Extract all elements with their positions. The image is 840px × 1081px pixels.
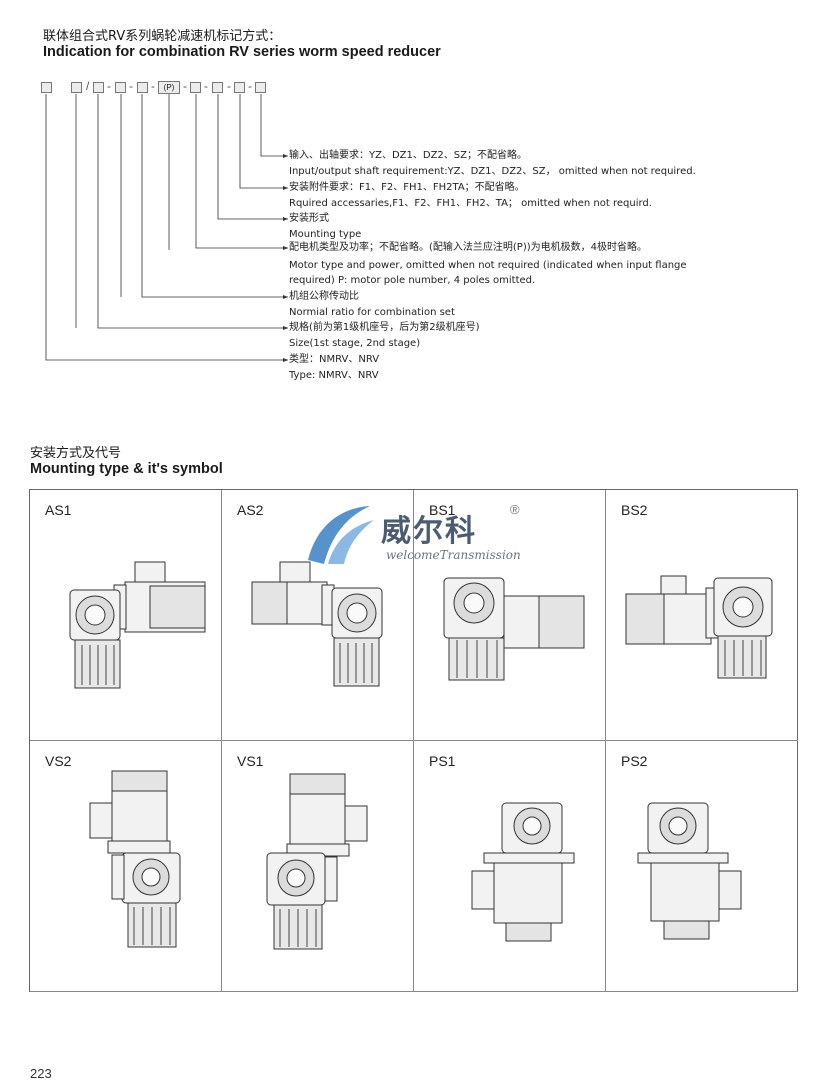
code-dash: - [129,79,133,93]
mounting-label: PS1 [429,753,456,769]
mounting-cell-bs2: BS2 [606,490,798,741]
watermark-en: welcomeTransmission [386,548,521,562]
reducer-drawing-as1 [69,561,206,689]
desc-ratio-cn: 机组公称传动比 [289,291,359,302]
code-dash: - [248,79,252,93]
reducer-drawing-vs2 [89,770,181,948]
mounting-type-grid: AS1 AS2 [29,489,798,992]
code-box-p: (P) [158,81,180,94]
section-title-en: Mounting type & it's symbol [30,461,223,477]
mounting-cell-as1: AS1 [30,490,222,741]
desc-ratio-en: Normial ratio for combination set [289,307,455,318]
mounting-label: VS2 [45,753,72,769]
code-box-type [41,82,52,93]
code-box-ratio [115,82,126,93]
desc-motor-en-1: Motor type and power, omitted when not r… [289,260,687,271]
desc-mounting-cn: 安装形式 [289,213,329,224]
mounting-cell-vs1: VS1 [222,741,414,992]
mounting-label: AS1 [45,502,72,518]
code-box-size2 [93,82,104,93]
code-dash: - [183,79,187,93]
desc-size-cn: 规格(前为第1级机座号，后为第2级机座号) [289,322,480,333]
watermark-cn: 威尔科 [381,514,477,549]
mounting-label: VS1 [237,753,264,769]
mounting-label: AS2 [237,502,264,518]
desc-accessory-en: Rquired accessaries,F1、F2、FH1、FH2、TA； om… [289,198,652,209]
desc-motor-cn: 配电机类型及功率；不配省略。(配输入法兰应注明(P))为电机极数，4极时省略。 [289,242,647,253]
desc-accessory-cn: 安装附件要求：F1、F2、FH1、FH2TA；不配省略。 [289,182,525,193]
reducer-drawing-as2 [251,561,383,687]
page-number: 223 [30,1066,52,1081]
mounting-cell-bs1: BS1 [414,490,606,741]
code-box-mounting [190,82,201,93]
registered-icon: ® [510,502,520,517]
code-dash: - [151,79,155,93]
desc-type-en: Type: NMRV、NRV [289,370,379,381]
code-dash: - [204,79,208,93]
reducer-drawing-bs1 [443,577,585,681]
desc-shaft-cn: 输入、出轴要求：YZ、DZ1、DZ2、SZ；不配省略。 [289,150,527,161]
mounting-label: PS2 [621,753,648,769]
code-box-accessory [212,82,223,93]
desc-size-en: Size(1st stage, 2nd stage) [289,338,421,349]
code-box-motor [137,82,148,93]
mounting-cell-ps2: PS2 [606,741,798,992]
code-slash: / [86,79,90,93]
mounting-label: BS1 [429,502,456,518]
watermark-logo: 威尔科 ® welcomeTransmission [298,498,528,570]
logo-swoosh-icon [308,506,374,564]
mounting-cell-ps1: PS1 [414,741,606,992]
title-en: Indication for combination RV series wor… [43,44,441,60]
reducer-drawing-ps1 [471,802,575,942]
code-box-extra [255,82,266,93]
desc-mounting-en: Mounting type [289,229,362,240]
code-box-size1 [71,82,82,93]
leader-lines [45,94,288,362]
desc-motor-en-2: required) P: motor pole number, 4 poles … [289,275,536,286]
mounting-cell-as2: AS2 [222,490,414,741]
desc-type-cn: 类型：NMRV、NRV [289,354,380,365]
section-title-cn: 安装方式及代号 [30,446,122,461]
mounting-label: BS2 [621,502,648,518]
reducer-drawing-vs1 [266,773,368,950]
code-dash: - [107,79,111,93]
mounting-cell-vs2: VS2 [30,741,222,992]
reducer-drawing-ps2 [637,802,742,940]
code-box-shaft [234,82,245,93]
desc-shaft-en: Input/output shaft requirement:YZ、DZ1、DZ… [289,166,696,177]
code-dash: - [227,79,231,93]
title-cn: 联体组合式RV系列蜗轮减速机标记方式： [43,29,282,44]
reducer-drawing-bs2 [625,575,773,679]
